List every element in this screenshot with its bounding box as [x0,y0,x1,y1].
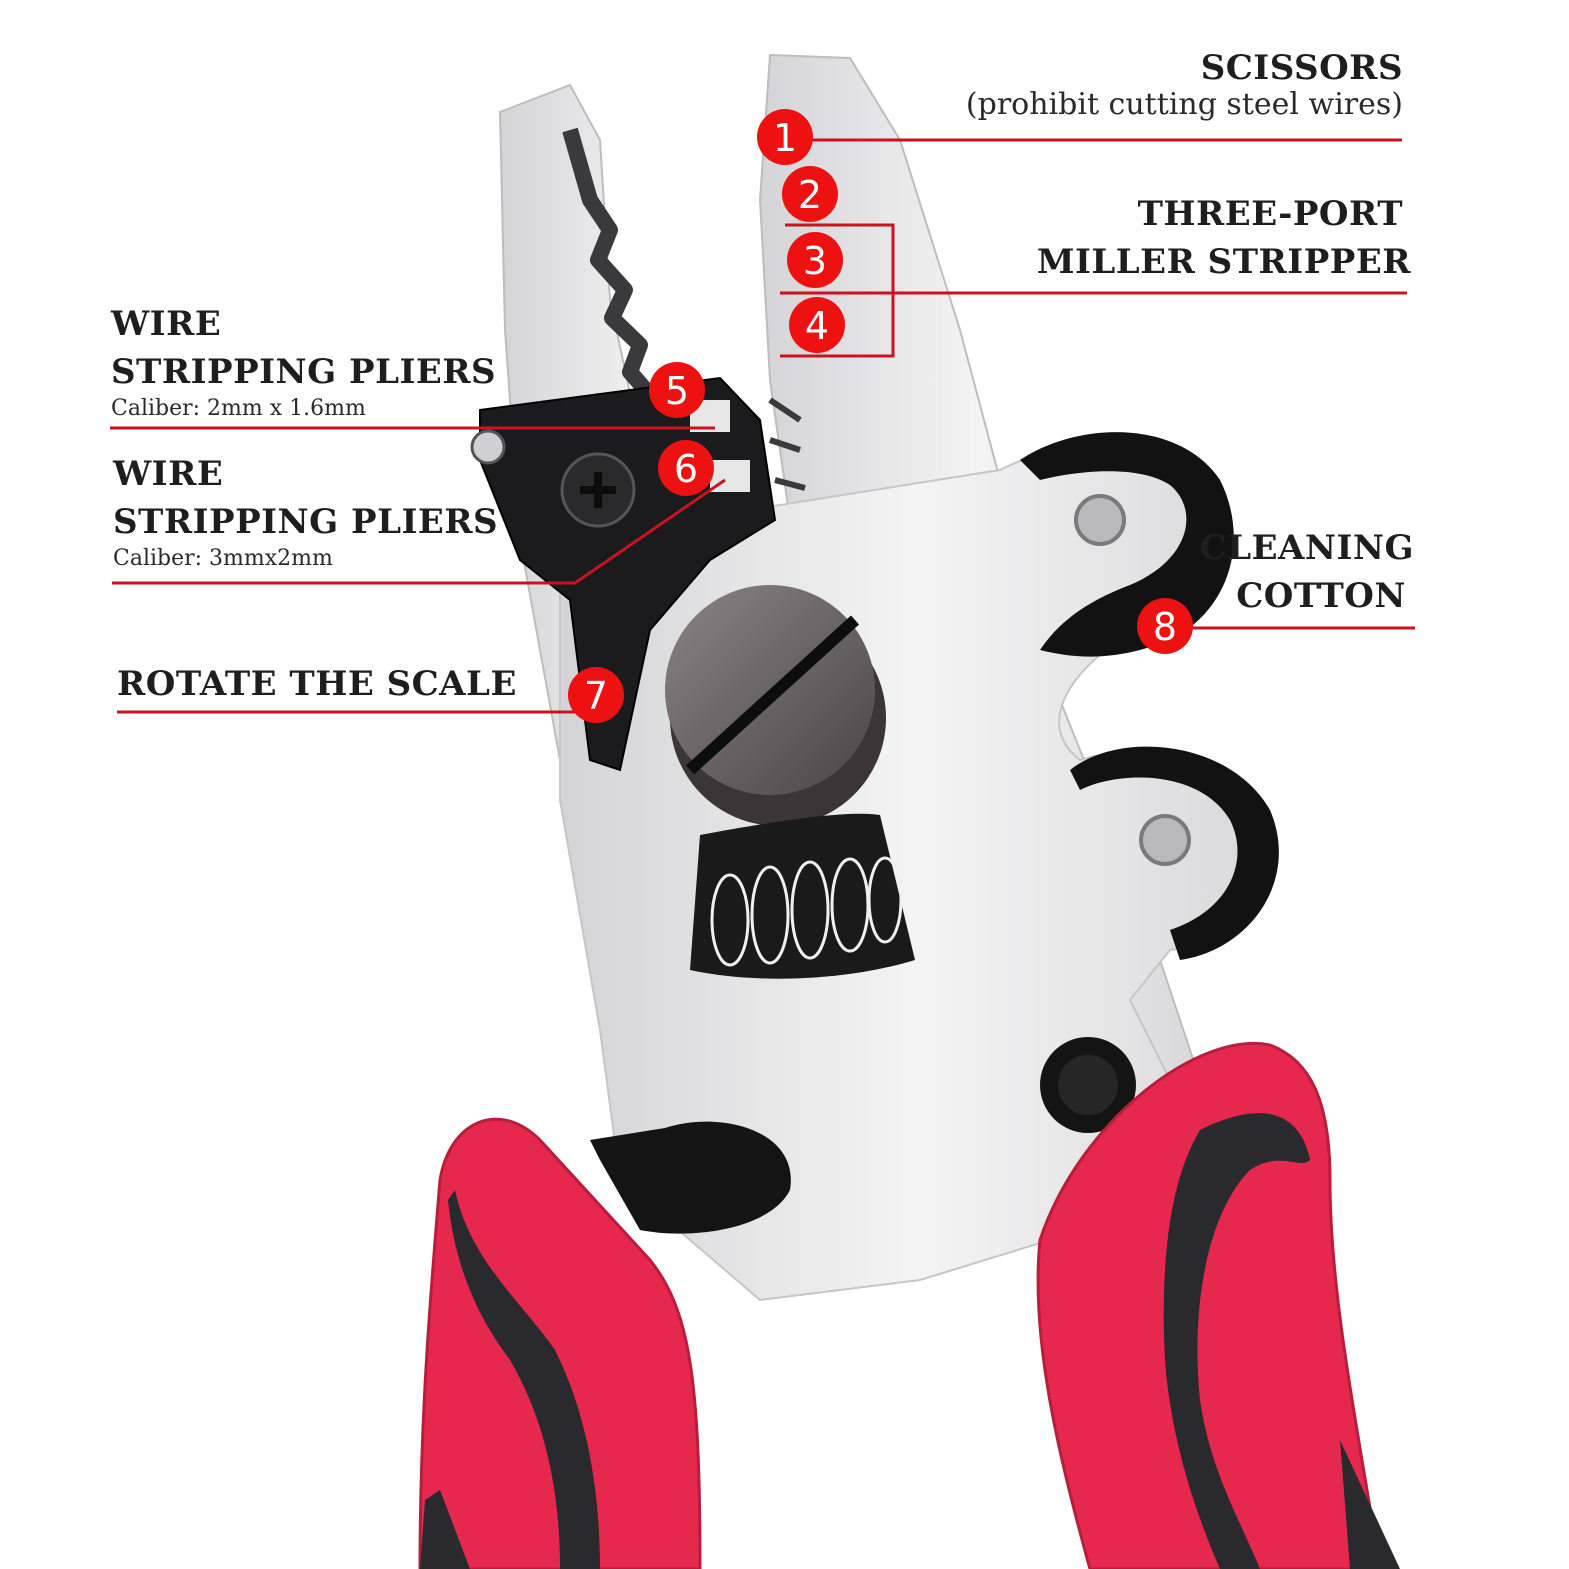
leader-lines [110,138,1415,714]
svg-text:8: 8 [1153,605,1177,649]
spring-coils [710,856,903,967]
svg-text:2: 2 [798,173,822,217]
label-miller-line2: MILLER STRIPPER [1036,242,1411,282]
label-stripping-1-line1: WIRE [111,304,222,344]
phillips-cross [580,472,616,508]
label-miller-line1: THREE-PORT [1137,194,1403,234]
left-jaw-teeth [562,127,657,401]
rivet-lower [1139,814,1191,866]
badge-7: 7 [568,667,624,723]
badge-2: 2 [782,166,838,222]
badge-8: 8 [1137,598,1193,654]
cleaning-cotton-lower [1070,746,1279,960]
label-stripping-2-caliber: Caliber: 3mmx2mm [113,546,333,571]
pivot-screw-slot [685,615,860,775]
badge-3: 3 [787,232,843,288]
label-stripping-2-line2: STRIPPING PLIERS [113,502,499,542]
right-handle [1036,1041,1382,1569]
svg-text:7: 7 [584,674,608,718]
cleaning-cotton-upper [1020,432,1234,657]
svg-text:6: 6 [674,447,698,491]
left-handle [418,1117,702,1569]
leader-line-6 [112,478,726,585]
right-handle-grip [1163,1113,1310,1569]
badge-4: 4 [789,297,845,353]
right-handle-tail [1340,1440,1400,1569]
badge-6: 6 [658,440,714,496]
lock-latch [590,1121,791,1234]
label-stripping-1-line2: STRIPPING PLIERS [111,352,497,392]
label-rotate-scale: ROTATE THE SCALE [117,664,517,704]
left-handle-grip [448,1190,600,1569]
badge-5: 5 [649,362,705,418]
rivet-upper [1074,494,1126,546]
leader-bracket-2-4 [780,223,895,358]
svg-text:3: 3 [803,239,827,283]
badges: 1 2 3 4 5 6 7 8 [568,109,1193,723]
left-handle-tail [420,1490,470,1569]
svg-text:5: 5 [665,369,689,413]
label-cleaning-line2: COTTON [1236,576,1406,616]
svg-text:4: 4 [805,304,829,348]
label-scissors-title: SCISSORS [1200,48,1403,88]
label-scissors-note: (prohibit cutting steel wires) [965,87,1403,122]
svg-text:1: 1 [773,116,797,160]
side-pin [470,429,506,465]
badge-1: 1 [757,109,813,165]
label-stripping-2-line1: WIRE [113,454,224,494]
right-jaw-notches [768,397,806,491]
label-stripping-1-caliber: Caliber: 2mm x 1.6mm [111,396,366,421]
label-cleaning-line1: CLEANING [1199,528,1414,568]
